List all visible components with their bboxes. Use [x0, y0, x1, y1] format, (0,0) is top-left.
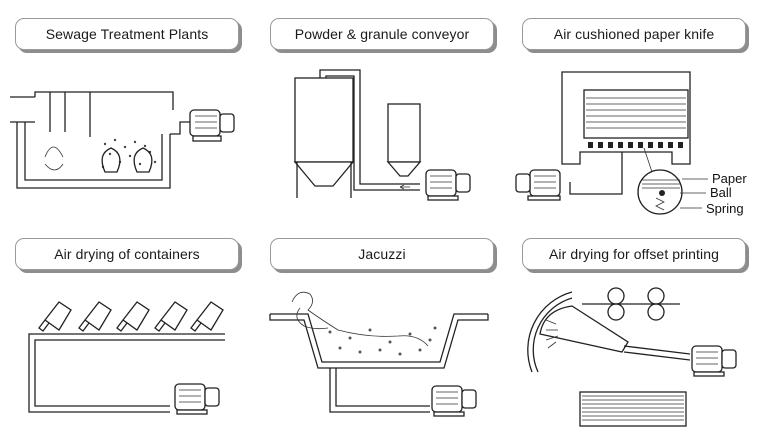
panel-paper-knife: Air cushioned paper knife	[512, 2, 752, 216]
panel-title: Powder & granule conveyor	[270, 18, 494, 50]
jacuzzi-illustration	[260, 272, 500, 437]
panel-title: Sewage Treatment Plants	[15, 18, 239, 50]
panel-title: Jacuzzi	[270, 238, 494, 270]
panel-title: Air drying of containers	[15, 238, 239, 270]
panel-jacuzzi: Jacuzzi	[260, 222, 500, 432]
powder-conveyor-illustration	[260, 52, 500, 207]
offset-printing-illustration	[512, 272, 752, 437]
paper-knife-illustration: Paper Ball Spring	[512, 52, 752, 217]
spring-label: Spring	[706, 201, 744, 216]
ball-label: Ball	[710, 185, 732, 200]
sewage-treatment-illustration	[5, 52, 245, 207]
container-drying-illustration	[5, 272, 245, 437]
panel-container-drying: Air drying of containers	[5, 222, 245, 432]
panel-title: Air cushioned paper knife	[522, 18, 746, 50]
paper-label: Paper	[712, 171, 747, 186]
panel-title: Air drying for offset printing	[522, 238, 746, 270]
panel-sewage-treatment: Sewage Treatment Plants	[5, 2, 245, 212]
panel-offset-printing: Air drying for offset printing	[512, 222, 752, 432]
panel-powder-conveyor: Powder & granule conveyor	[260, 2, 500, 212]
